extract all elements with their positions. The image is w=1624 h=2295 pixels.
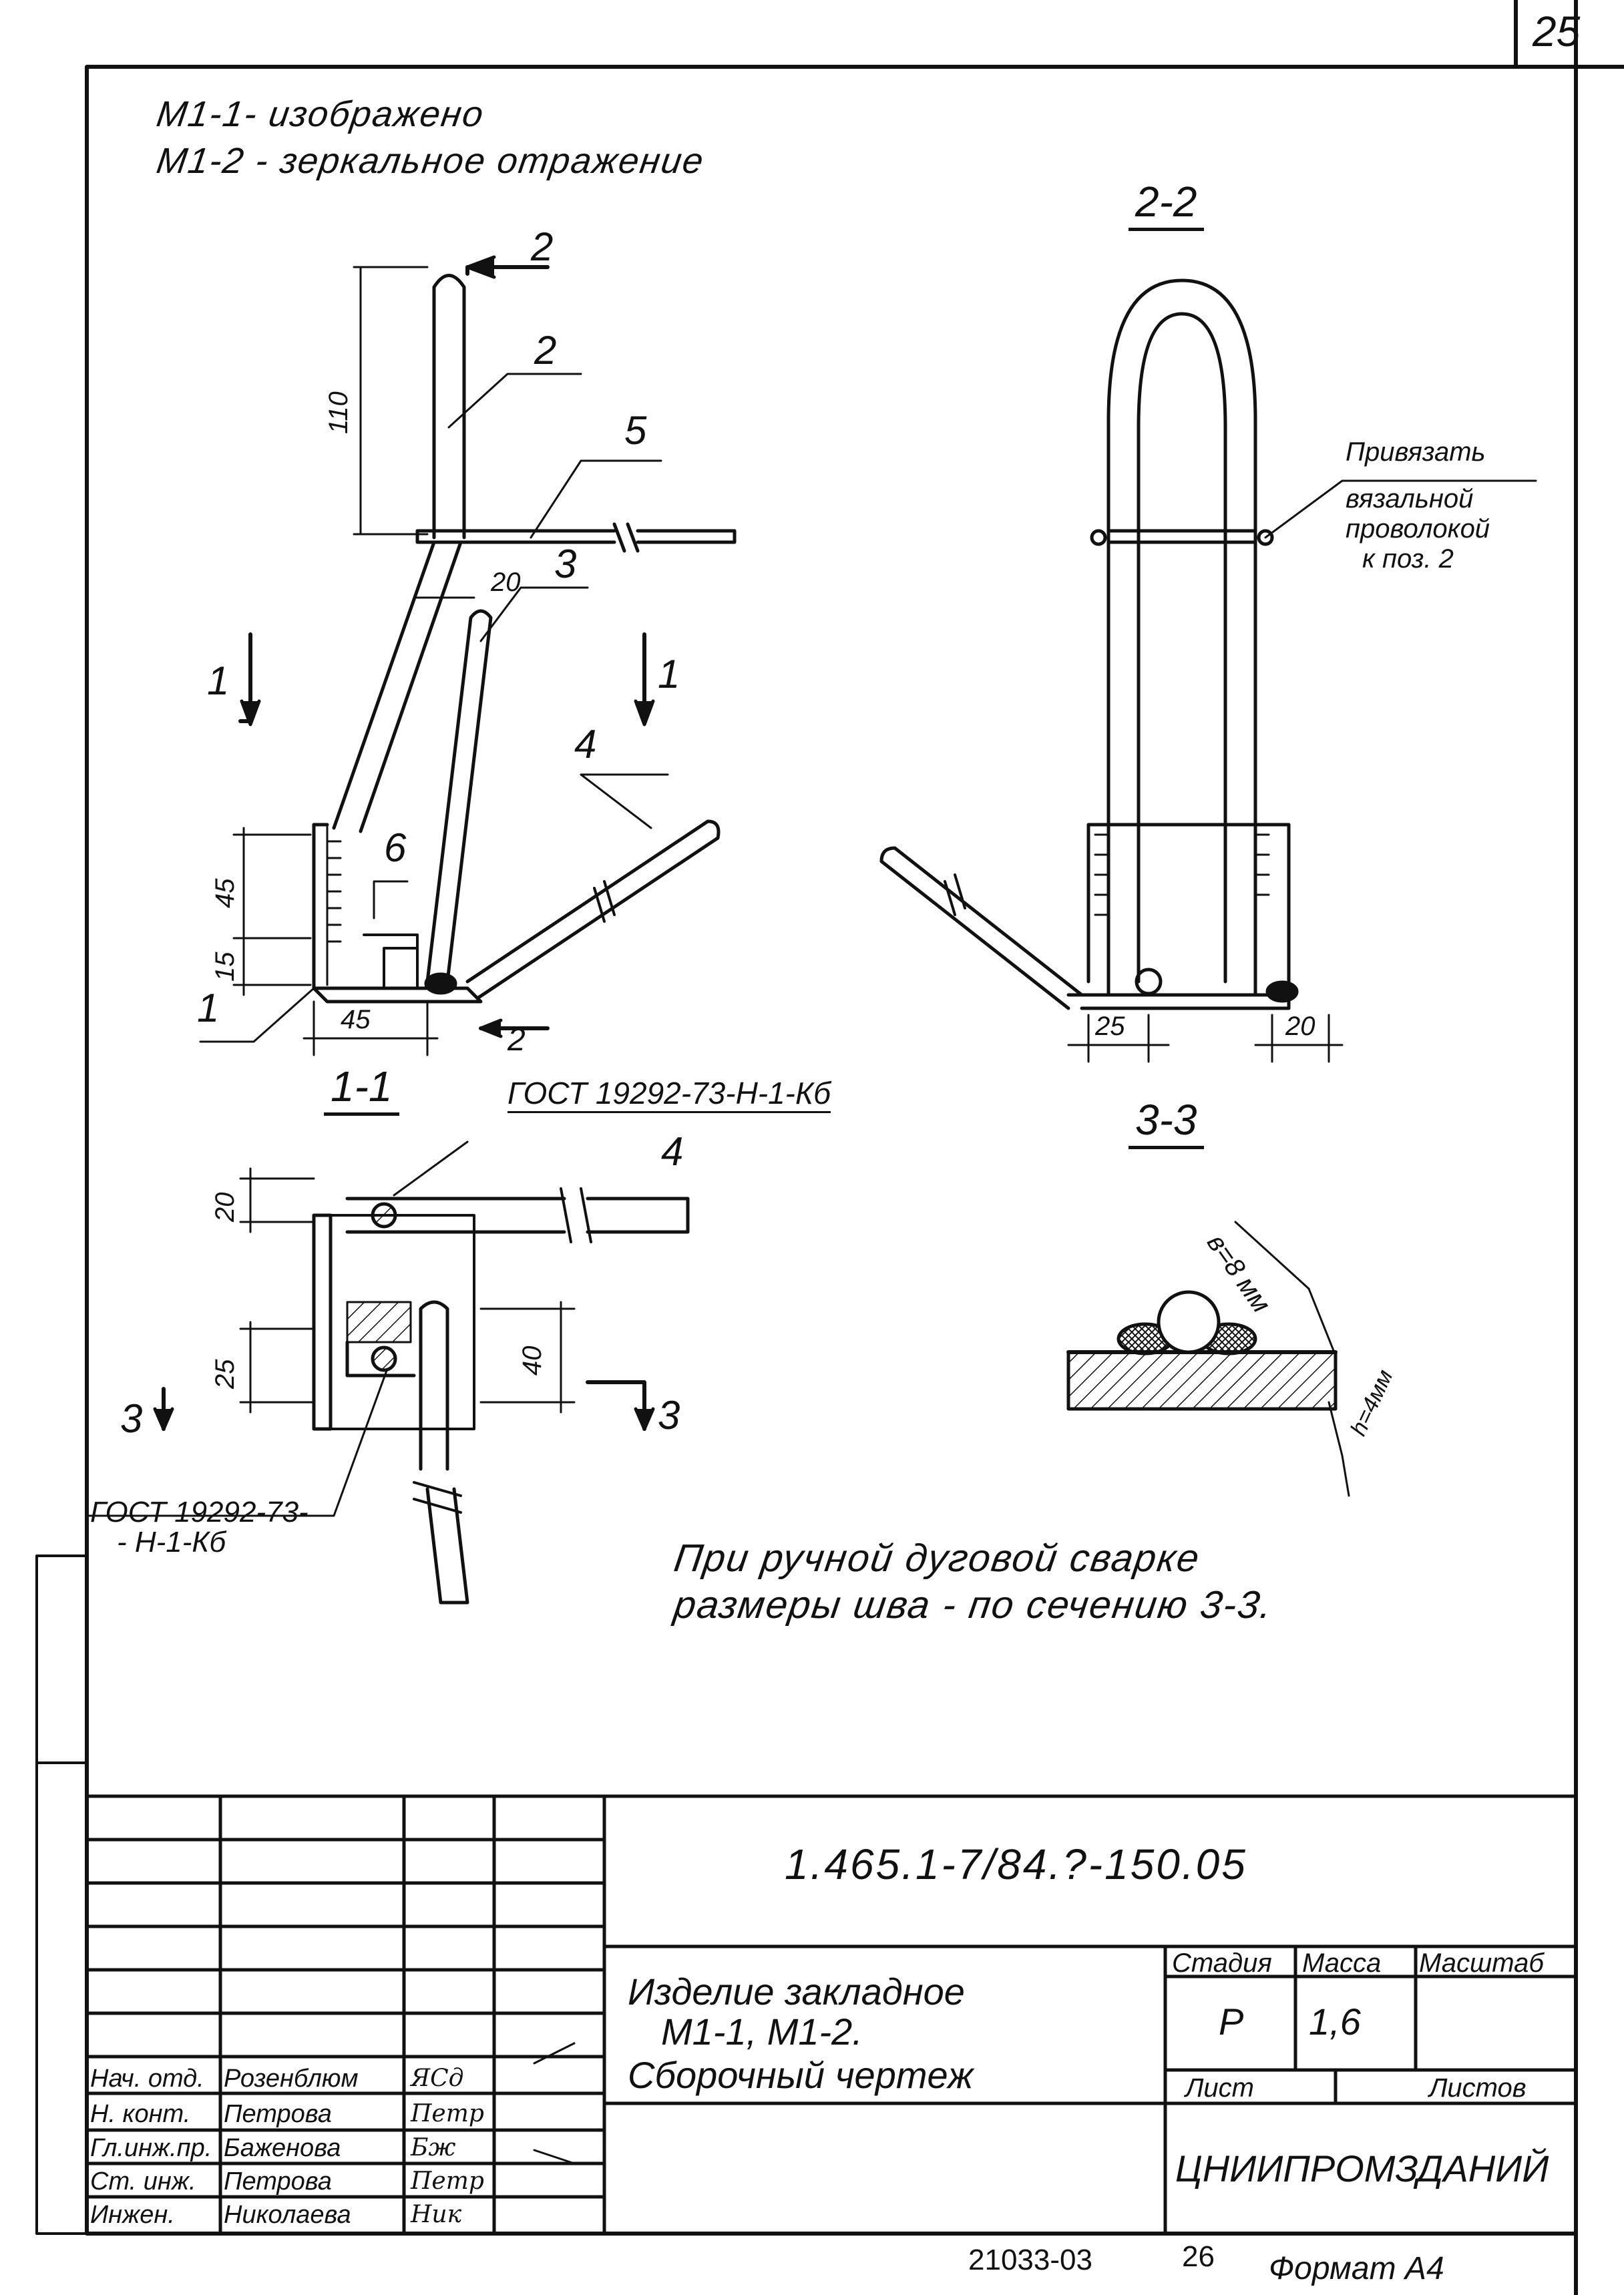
section-1-1 [85,1140,690,1605]
position-3-label: 3 [554,542,577,586]
position-5-label: 5 [624,408,647,453]
dimension-15: 15 [210,952,240,982]
staff-role: Н. конт. [90,2100,191,2128]
staff-role: Ст. инж. [90,2167,196,2196]
gost-reference-bottom-line-1: ГОСТ 19292-73- [90,1496,309,1528]
header-note-2: M1-2 - зеркальное отражение [154,141,707,181]
staff-signature: Бж [411,2134,456,2161]
gost-reference-top: ГОСТ 19292-73-Н-1-Кб [508,1075,831,1113]
staff-signature: Ник [411,2201,462,2228]
staff-name: Николаева [224,2201,351,2229]
mass-column-header: Масса [1302,1948,1382,1978]
page-number: 25 [1533,7,1581,55]
organization-name: ЦНИИПРОМЗДАНИЙ [1175,2147,1549,2189]
cut-mark-2-top: 2 [531,224,554,269]
position-4-section-label: 4 [661,1129,684,1174]
stage-column-header: Стадия [1172,1948,1272,1978]
sheet-frame [35,0,1624,2295]
position-2-label: 2 [534,328,557,373]
product-title-line-1: Изделие закладное [628,1970,965,2013]
position-1-label: 1 [197,986,220,1030]
position-6-label: 6 [384,825,407,870]
dimension-45-bottom: 45 [341,1005,371,1034]
inventory-number: 21033-03 [968,2244,1092,2276]
position-4-label: 4 [574,722,597,767]
staff-role: Инжен. [90,2201,175,2229]
tie-note-line-2: вязальной [1346,484,1474,513]
dimension-25-section-1-1: 25 [210,1359,240,1390]
dimension-45-side: 45 [210,878,240,909]
dimension-25-section-2-2: 25 [1095,1012,1125,1041]
sheets-label: Листов [1429,2073,1527,2103]
mass-value: 1,6 [1309,2001,1361,2043]
product-title-line-3: Сборочный чертеж [628,2054,974,2096]
dimension-20-section-2-2: 20 [1285,1012,1315,1041]
stage-value: Р [1219,2001,1244,2043]
gost-reference-bottom-line-2: - Н-1-Кб [117,1526,226,1558]
section-3-3 [1066,1221,1350,1497]
document-code: 1.465.1-7/84.?-150.05 [785,1840,1247,1888]
staff-name: Баженова [224,2134,341,2162]
header-note-1: M1-1- изображено [154,94,487,134]
scale-column-header: Масштаб [1419,1948,1544,1978]
staff-signature: Петр [411,2167,484,2195]
sheet-format: Формат А4 [1269,2251,1444,2286]
dimension-110: 110 [324,391,353,434]
main-view [199,255,737,1056]
staff-signature: ЯСд [411,2065,464,2092]
tie-note-line-4: к поз. 2 [1362,544,1454,574]
title-block-grid [85,1794,1578,2236]
staff-name: Петрова [224,2100,332,2128]
sheet-label: Лист [1185,2073,1254,2103]
staff-name: Розенблюм [224,2065,359,2093]
section-title-2-2: 2-2 [1129,177,1204,231]
cut-mark-1-right: 1 [658,652,680,696]
staff-role: Гл.инж.пр. [90,2134,212,2162]
section-title-1-1: 1-1 [324,1062,399,1116]
dimension-40-section-1-1: 40 [518,1345,547,1376]
section-title-3-3: 3-3 [1129,1095,1204,1149]
dimension-20-section-1-1: 20 [210,1192,240,1223]
cut-mark-2-bottom: 2 [508,1022,526,1058]
section-2-2 [879,278,1537,1063]
cut-mark-3-right: 3 [658,1393,680,1438]
staff-name: Петрова [224,2167,332,2196]
product-title-line-2: М1-1, М1-2. [661,2011,863,2053]
cut-mark-3-left: 3 [120,1396,143,1441]
staff-signature: Петр [411,2100,484,2127]
dimension-20-top: 20 [491,568,521,597]
weld-note-line-2: размеры шва - по сечению 3-3. [671,1583,1276,1627]
tie-note-line-3: проволокой [1346,514,1490,544]
footer-page-number: 26 [1182,2240,1215,2273]
staff-role: Нач. отд. [90,2065,204,2093]
weld-note-line-1: При ручной дуговой сварке [671,1536,1203,1580]
tie-note-line-1: Привязать [1346,437,1486,467]
cut-mark-1-left: 1 [207,658,230,703]
